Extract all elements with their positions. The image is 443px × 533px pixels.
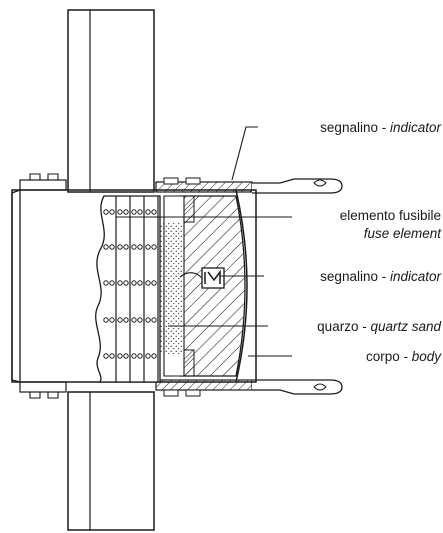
label-indicator-top: segnalino - indicator bbox=[320, 120, 441, 135]
upper-end-plate bbox=[19, 173, 343, 194]
leader-lines bbox=[116, 126, 292, 357]
lower-blade-terminal bbox=[67, 391, 155, 531]
label-fuse-element: elemento fusibile bbox=[340, 208, 441, 223]
label-indicator-middle: segnalino - indicator bbox=[320, 269, 441, 284]
label-quartz-sand: quarzo - quartz sand bbox=[317, 319, 441, 334]
upper-blade-terminal bbox=[67, 9, 155, 193]
fuse-element bbox=[95, 195, 195, 383]
lower-end-plate bbox=[19, 379, 343, 399]
label-body: corpo - body bbox=[366, 349, 442, 364]
label-fuse-element-en: fuse element bbox=[364, 226, 443, 241]
indicator-striker bbox=[179, 267, 225, 289]
